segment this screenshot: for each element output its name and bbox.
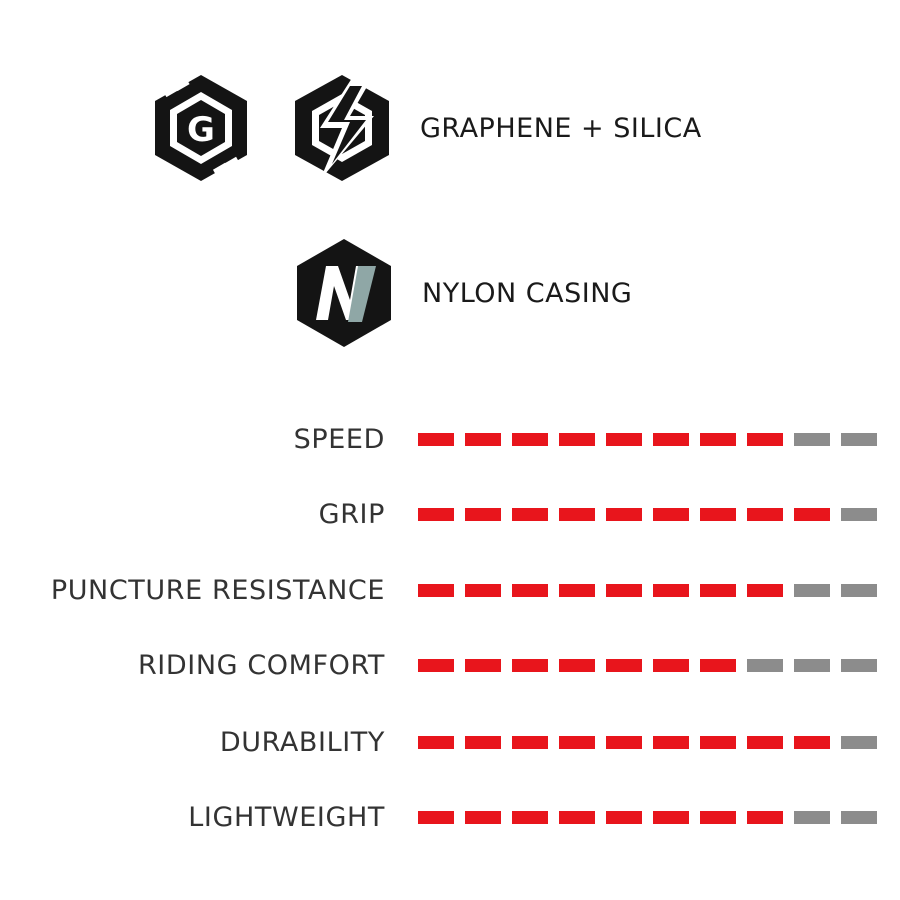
rating-segment-filled xyxy=(559,736,595,749)
rating-label: LIGHTWEIGHT xyxy=(188,802,385,833)
rating-segment-filled xyxy=(418,433,454,446)
rating-segment-filled xyxy=(794,736,830,749)
rating-segment-filled xyxy=(653,433,689,446)
rating-segment-filled xyxy=(700,584,736,597)
rating-segment-filled xyxy=(653,659,689,672)
feature-graphene-silica: G GRAPHENE + SILICA xyxy=(150,72,702,184)
rating-segment-filled xyxy=(700,508,736,521)
rating-segment-filled xyxy=(512,433,548,446)
rating-row-grip: GRIP xyxy=(0,493,900,537)
rating-row-lightweight: LIGHTWEIGHT xyxy=(0,796,900,840)
rating-segment-filled xyxy=(559,811,595,824)
rating-segment-filled xyxy=(559,659,595,672)
rating-segment-empty xyxy=(841,508,877,521)
rating-segment-filled xyxy=(700,736,736,749)
rating-segment-empty xyxy=(747,659,783,672)
rating-segment-empty xyxy=(841,433,877,446)
rating-segment-filled xyxy=(794,508,830,521)
rating-segment-filled xyxy=(512,811,548,824)
rating-segment-empty xyxy=(841,584,877,597)
rating-label: PUNCTURE RESISTANCE xyxy=(50,575,385,606)
rating-segment-filled xyxy=(747,433,783,446)
rating-bar xyxy=(418,811,878,824)
rating-label: GRIP xyxy=(318,499,385,530)
rating-segment-filled xyxy=(559,433,595,446)
rating-segment-filled xyxy=(418,811,454,824)
rating-row-riding-comfort: RIDING COMFORT xyxy=(0,644,900,688)
rating-segment-filled xyxy=(653,736,689,749)
rating-segment-filled xyxy=(418,584,454,597)
rating-segment-filled xyxy=(653,811,689,824)
rating-segment-empty xyxy=(794,433,830,446)
rating-segment-filled xyxy=(512,584,548,597)
rating-segment-filled xyxy=(606,433,642,446)
rating-label: SPEED xyxy=(293,424,385,455)
feature-label: NYLON CASING xyxy=(422,277,633,309)
rating-segment-filled xyxy=(747,811,783,824)
rating-segment-filled xyxy=(653,584,689,597)
rating-segment-filled xyxy=(418,736,454,749)
rating-bar xyxy=(418,584,878,597)
rating-segment-filled xyxy=(559,508,595,521)
rating-segment-filled xyxy=(465,584,501,597)
rating-bar xyxy=(418,508,878,521)
rating-segment-filled xyxy=(418,508,454,521)
graphene-g-icon: G xyxy=(150,72,252,184)
rating-segment-filled xyxy=(700,659,736,672)
rating-segment-filled xyxy=(465,433,501,446)
rating-segment-filled xyxy=(606,508,642,521)
nylon-n-icon xyxy=(292,236,396,350)
rating-segment-filled xyxy=(700,811,736,824)
rating-segment-filled xyxy=(747,584,783,597)
rating-segment-filled xyxy=(747,736,783,749)
rating-segment-filled xyxy=(465,508,501,521)
rating-segment-filled xyxy=(465,659,501,672)
rating-segment-filled xyxy=(559,584,595,597)
rating-segment-filled xyxy=(606,584,642,597)
rating-segment-filled xyxy=(512,736,548,749)
rating-row-puncture-resistance: PUNCTURE RESISTANCE xyxy=(0,569,900,613)
rating-segment-filled xyxy=(653,508,689,521)
svg-text:G: G xyxy=(187,110,215,150)
rating-segment-filled xyxy=(512,659,548,672)
rating-bar xyxy=(418,736,878,749)
rating-segment-filled xyxy=(747,508,783,521)
rating-segment-filled xyxy=(465,811,501,824)
rating-segment-empty xyxy=(794,659,830,672)
rating-row-speed: SPEED xyxy=(0,418,900,462)
silica-lightning-icon xyxy=(290,72,394,184)
rating-segment-filled xyxy=(606,659,642,672)
rating-segment-empty xyxy=(841,659,877,672)
rating-label: DURABILITY xyxy=(219,727,385,758)
rating-segment-empty xyxy=(841,736,877,749)
feature-nylon-casing: NYLON CASING xyxy=(292,236,632,350)
rating-segment-filled xyxy=(512,508,548,521)
rating-segment-filled xyxy=(418,659,454,672)
rating-label: RIDING COMFORT xyxy=(137,650,385,681)
rating-bar xyxy=(418,659,878,672)
rating-row-durability: DURABILITY xyxy=(0,721,900,765)
rating-segment-empty xyxy=(794,584,830,597)
rating-segment-filled xyxy=(606,811,642,824)
rating-segment-filled xyxy=(465,736,501,749)
feature-label: GRAPHENE + SILICA xyxy=(420,112,702,144)
rating-segment-empty xyxy=(841,811,877,824)
rating-segment-filled xyxy=(700,433,736,446)
rating-bar xyxy=(418,433,878,446)
rating-segment-filled xyxy=(606,736,642,749)
rating-segment-empty xyxy=(794,811,830,824)
